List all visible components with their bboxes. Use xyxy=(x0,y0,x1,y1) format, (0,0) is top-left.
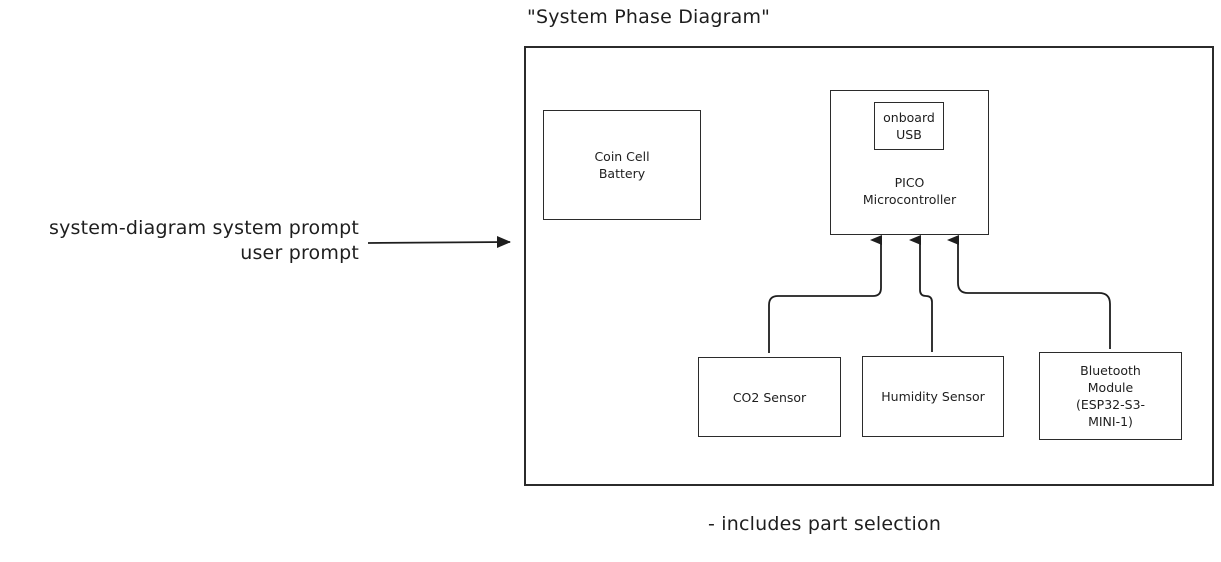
diagram-title: "System Phase Diagram" xyxy=(527,6,771,28)
microcontroller-label-line2: Microcontroller xyxy=(862,192,957,207)
input-label-line1: system-diagram system prompt xyxy=(48,217,359,239)
bluetooth-label-line3: (ESP32-S3- xyxy=(1075,397,1146,412)
bluetooth-to-pico-arrow xyxy=(947,235,1111,349)
battery-label-line1: Coin Cell xyxy=(594,149,650,164)
battery-label-line2: Battery xyxy=(598,166,646,181)
input-label-line2: user prompt xyxy=(240,242,359,264)
humidity-to-pico-arrow xyxy=(909,235,933,352)
input-label: system-diagram system prompt user prompt xyxy=(49,216,359,266)
co2-to-pico-arrow xyxy=(768,235,882,353)
usb-box[interactable]: onboard USB xyxy=(874,102,944,150)
battery-box[interactable]: Coin Cell Battery xyxy=(543,110,701,220)
usb-label-line2: USB xyxy=(896,127,922,142)
bluetooth-label-line1: Bluetooth xyxy=(1080,363,1141,378)
bluetooth-module-box[interactable]: Bluetooth Module (ESP32-S3- MINI-1) xyxy=(1039,352,1182,440)
bluetooth-label-line4: MINI-1) xyxy=(1088,414,1133,429)
co2-sensor-box[interactable]: CO2 Sensor xyxy=(698,357,841,437)
microcontroller-label-line1: PICO xyxy=(894,175,925,190)
humidity-sensor-box[interactable]: Humidity Sensor xyxy=(862,356,1004,437)
footnote: - includes part selection xyxy=(708,513,942,535)
humidity-sensor-label: Humidity Sensor xyxy=(881,389,985,404)
co2-sensor-label: CO2 Sensor xyxy=(732,389,807,405)
bluetooth-label-line2: Module xyxy=(1087,380,1134,395)
usb-label-line1: onboard xyxy=(883,110,935,125)
input-arrow xyxy=(367,236,511,248)
